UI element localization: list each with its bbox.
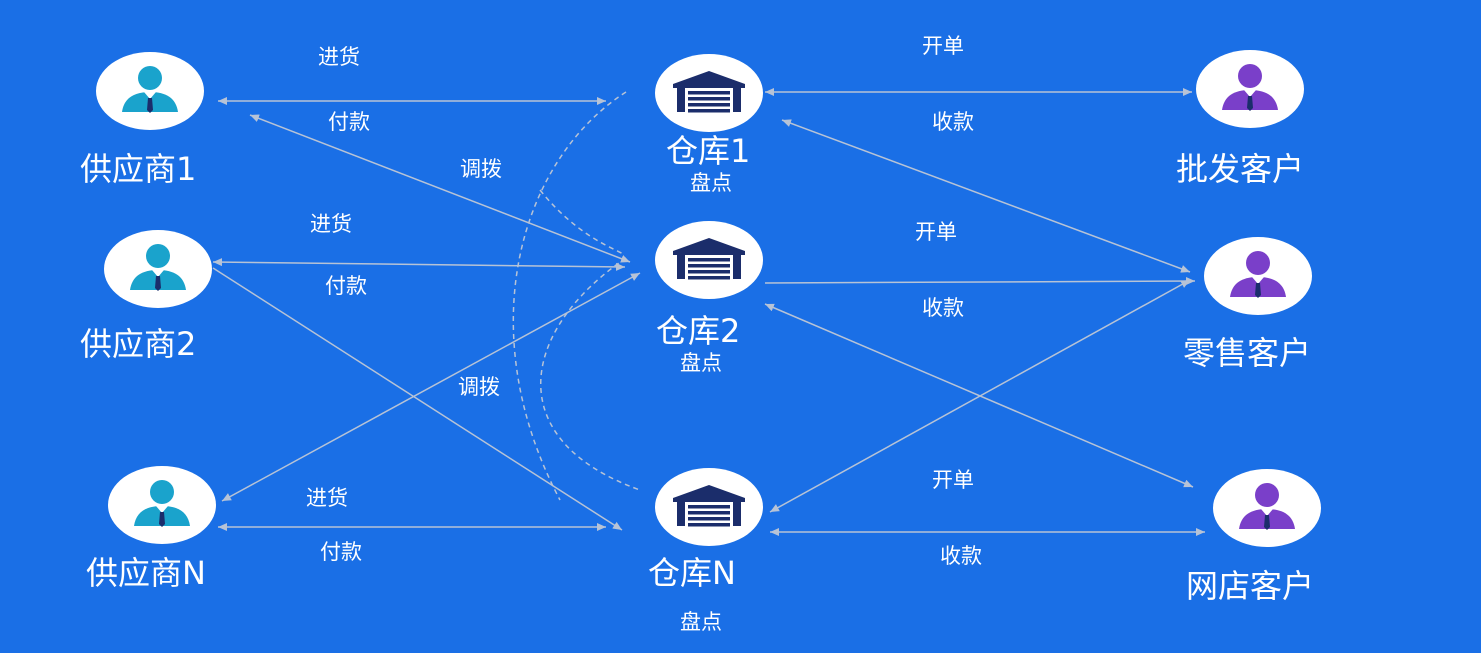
connector-s1-w2 — [249, 114, 631, 263]
supplier-n-node — [108, 466, 216, 544]
edge-label-receipt-2: 收款 — [922, 296, 964, 320]
supplier-1-label: 供应商1 — [80, 150, 197, 188]
edge-label-receipt-n: 收款 — [940, 544, 982, 568]
transfer-curve-3 — [540, 257, 641, 491]
edge-label-receipt-1: 收款 — [932, 110, 974, 134]
warehouse-n-stocktake-label: 盘点 — [680, 610, 722, 634]
customer-online-label: 网店客户 — [1186, 567, 1315, 605]
warehouse-1-node — [655, 54, 763, 132]
connector-sn-w2 — [221, 272, 641, 502]
edge-label-purchase-1: 进货 — [318, 45, 360, 69]
customer-retail-label: 零售客户 — [1183, 334, 1312, 372]
warehouse-n-node — [655, 468, 763, 546]
person-icon — [122, 66, 178, 113]
edge-label-order-1: 开单 — [922, 34, 964, 58]
connector-w2-c3 — [764, 303, 1194, 488]
person-icon — [1239, 483, 1295, 530]
customer-wholesale-node — [1196, 50, 1304, 128]
person-icon — [130, 244, 186, 291]
person-icon — [1230, 251, 1286, 298]
connector-wn-c2 — [769, 279, 1191, 513]
edge-label-transfer-1: 调拨 — [460, 157, 502, 181]
edge-label-payment-2: 付款 — [325, 274, 367, 298]
warehouse-2-node — [655, 221, 763, 299]
warehouse-1-stocktake-label: 盘点 — [690, 171, 732, 195]
customer-wholesale-label: 批发客户 — [1176, 150, 1305, 188]
warehouse-1-label: 仓库1 — [666, 132, 751, 170]
warehouse-2-label: 仓库2 — [656, 312, 741, 350]
connector-w1-c2 — [781, 119, 1191, 273]
connector-s2-w2 — [212, 258, 626, 271]
person-icon — [1222, 64, 1278, 111]
warehouse-n-label: 仓库N — [648, 554, 736, 592]
transfer-curve-2 — [539, 189, 625, 256]
supplier-n-label: 供应商N — [86, 554, 206, 592]
supplier-2-node — [104, 230, 212, 308]
edge-label-payment-n: 付款 — [320, 540, 362, 564]
supplier-2-label: 供应商2 — [80, 325, 197, 363]
edge-label-purchase-2: 进货 — [310, 212, 352, 236]
warehouse-2-stocktake-label: 盘点 — [680, 351, 722, 375]
edge-label-transfer-2: 调拨 — [458, 375, 500, 399]
edge-label-order-2: 开单 — [915, 220, 957, 244]
warehouse-icon — [673, 238, 745, 280]
person-icon — [134, 480, 190, 527]
warehouse-icon — [673, 71, 745, 113]
transfer-curve-1 — [512, 91, 627, 501]
customer-retail-node — [1204, 237, 1312, 315]
edge-label-payment-1: 付款 — [328, 110, 370, 134]
connector-s2-wn — [212, 267, 623, 531]
supplier-1-node — [96, 52, 204, 130]
customer-online-node — [1213, 469, 1321, 547]
warehouse-icon — [673, 485, 745, 527]
edge-label-purchase-n: 进货 — [306, 486, 348, 510]
connector-w2-c2 — [764, 277, 1196, 286]
edge-label-order-n: 开单 — [932, 468, 974, 492]
